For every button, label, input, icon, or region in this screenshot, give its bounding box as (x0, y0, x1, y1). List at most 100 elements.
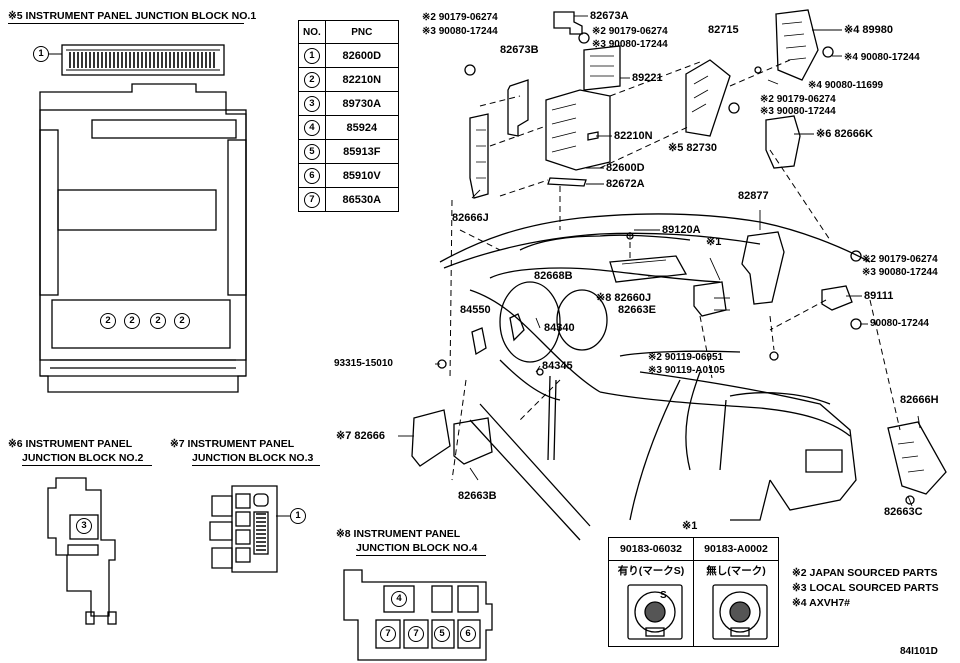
callout-c3[interactable]: ※4 90080-17244 (844, 52, 920, 63)
part-82660J[interactable]: ※8 82660J (596, 292, 652, 304)
pnc-row-no: 5 (298, 139, 326, 164)
pnc-row-code: 86530A (324, 187, 399, 212)
alt-col2-sub: 無し(マーク) (706, 565, 766, 577)
part-84340[interactable]: 84340 (544, 322, 575, 334)
callout-c4[interactable]: ※4 90080-11699 (808, 80, 884, 91)
jb3-badge-1: 1 (290, 508, 306, 524)
callout-c8a[interactable]: ※2 90119-06951 (648, 352, 724, 363)
pnc-table-header: NO. PNC (298, 20, 399, 44)
callout-c5b[interactable]: ※3 90080-17244 (760, 106, 836, 117)
jb1-badge-2d: 2 (174, 313, 190, 329)
dashboard-drawing (439, 213, 871, 541)
part-82715[interactable]: 82715 (708, 24, 739, 36)
jb2-title-line2: JUNCTION BLOCK NO.2 (22, 452, 144, 464)
part-82673B[interactable]: 82673B (500, 44, 539, 56)
pnc-row-no: 3 (298, 91, 326, 116)
part-89111[interactable]: 89111 (864, 290, 894, 302)
part-82877[interactable]: 82877 (738, 190, 769, 202)
callout-c8b[interactable]: ※3 90119-A0105 (648, 365, 725, 376)
part-82666J[interactable]: 82666J (452, 212, 489, 224)
alt-col2-part[interactable]: 90183-A0002 (693, 537, 779, 561)
pnc-row-code: 85910V (324, 163, 399, 188)
callout-c6a[interactable]: ※2 90179-06274 (862, 254, 938, 265)
junction-block-1-drawing (39, 44, 247, 393)
jb4-badge-7a: 7 (380, 626, 396, 642)
component-sketches (411, 9, 947, 505)
jb1-title-underline (8, 23, 244, 24)
alt-col1-cell: 有り(マークS) (608, 560, 694, 647)
callout-c2b[interactable]: ※3 90080-17244 (592, 39, 668, 50)
part-82663B[interactable]: 82663B (458, 490, 497, 502)
jb4-badge-5: 5 (434, 626, 450, 642)
part-82663E[interactable]: 82663E (618, 304, 656, 316)
callout-c5a[interactable]: ※2 90179-06274 (760, 94, 836, 105)
alt-table-header: 90183-06032 90183-A0002 (608, 537, 779, 561)
jb3-title-line1: ※7 INSTRUMENT PANEL (170, 438, 295, 450)
alt-col1-sub: 有り(マークS) (617, 565, 685, 577)
part-82668B[interactable]: 82668B (534, 270, 573, 282)
pnc-row-no: 7 (298, 187, 326, 212)
jb2-title-underline (22, 465, 152, 466)
jb1-badge-1: 1 (33, 46, 49, 62)
pnc-row-no: 1 (298, 43, 326, 68)
junction-block-3-drawing (209, 485, 290, 573)
jb1-badge-2a: 2 (100, 313, 116, 329)
pnc-header-no: NO. (298, 20, 326, 44)
pnc-row-code: 85913F (324, 139, 399, 164)
leader-lines (398, 15, 921, 507)
jb4-title-underline (356, 555, 486, 556)
callout-c6b[interactable]: ※3 90080-17244 (862, 267, 938, 278)
part-84550[interactable]: 84550 (460, 304, 491, 316)
jb4-title-line2: JUNCTION BLOCK NO.4 (356, 542, 478, 554)
pnc-row-no: 6 (298, 163, 326, 188)
alt-parts-table: 90183-06032 90183-A0002 有り(マークS) 無し(マーク) (608, 537, 779, 647)
jb1-badge-2b: 2 (124, 313, 140, 329)
jb4-title-line1: ※8 INSTRUMENT PANEL (336, 528, 461, 540)
alt-col2-cell: 無し(マーク) (693, 560, 779, 647)
pnc-row-code: 82210N (324, 67, 399, 92)
part-89980[interactable]: ※4 89980 (844, 24, 893, 36)
part-93315-15010[interactable]: 93315-15010 (334, 358, 393, 369)
callout-c7[interactable]: 90080-17244 (870, 318, 929, 329)
part-82673A[interactable]: 82673A (590, 10, 629, 22)
callout-c1b[interactable]: ※3 90080-17244 (422, 26, 498, 37)
part-82666H[interactable]: 82666H (900, 394, 939, 406)
part-82730[interactable]: ※5 82730 (668, 142, 717, 154)
part-82666K[interactable]: ※6 82666K (816, 128, 873, 140)
part-82600D[interactable]: 82600D (606, 162, 645, 174)
pnc-row-code: 85924 (324, 115, 399, 140)
part-89120A[interactable]: 89120A (662, 224, 701, 236)
drawing-code: 84I101D (900, 646, 938, 657)
part-82666[interactable]: ※7 82666 (336, 430, 385, 442)
jb4-badge-6: 6 (460, 626, 476, 642)
alt-col1-part[interactable]: 90183-06032 (608, 537, 694, 561)
pnc-header-pnc: PNC (324, 20, 399, 44)
jb2-badge-3: 3 (76, 518, 92, 534)
part-82210N[interactable]: 82210N (614, 130, 653, 142)
callout-c2a[interactable]: ※2 90179-06274 (592, 26, 668, 37)
junction-block-2-drawing (47, 477, 117, 625)
jb1-title: ※5 INSTRUMENT PANEL JUNCTION BLOCK NO.1 (8, 10, 257, 22)
note-japan-sourced: ※2 JAPAN SOURCED PARTS (792, 567, 938, 579)
jb3-title-line2: JUNCTION BLOCK NO.3 (192, 452, 314, 464)
jb1-badge-2c: 2 (150, 313, 166, 329)
assembly-lines (449, 59, 901, 481)
part-82663C[interactable]: 82663C (884, 506, 923, 518)
callout-x1[interactable]: ※1 (706, 236, 722, 248)
alt-mark-s: S (660, 590, 667, 601)
part-84345[interactable]: 84345 (542, 360, 573, 372)
alt-table-body: 有り(マークS) 無し(マーク) (608, 560, 779, 647)
callout-c1a[interactable]: ※2 90179-06274 (422, 12, 498, 23)
pnc-row-no: 2 (298, 67, 326, 92)
part-82672A[interactable]: 82672A (606, 178, 645, 190)
part-89221[interactable]: 89221 (632, 72, 663, 84)
pnc-row-code: 89730A (324, 91, 399, 116)
